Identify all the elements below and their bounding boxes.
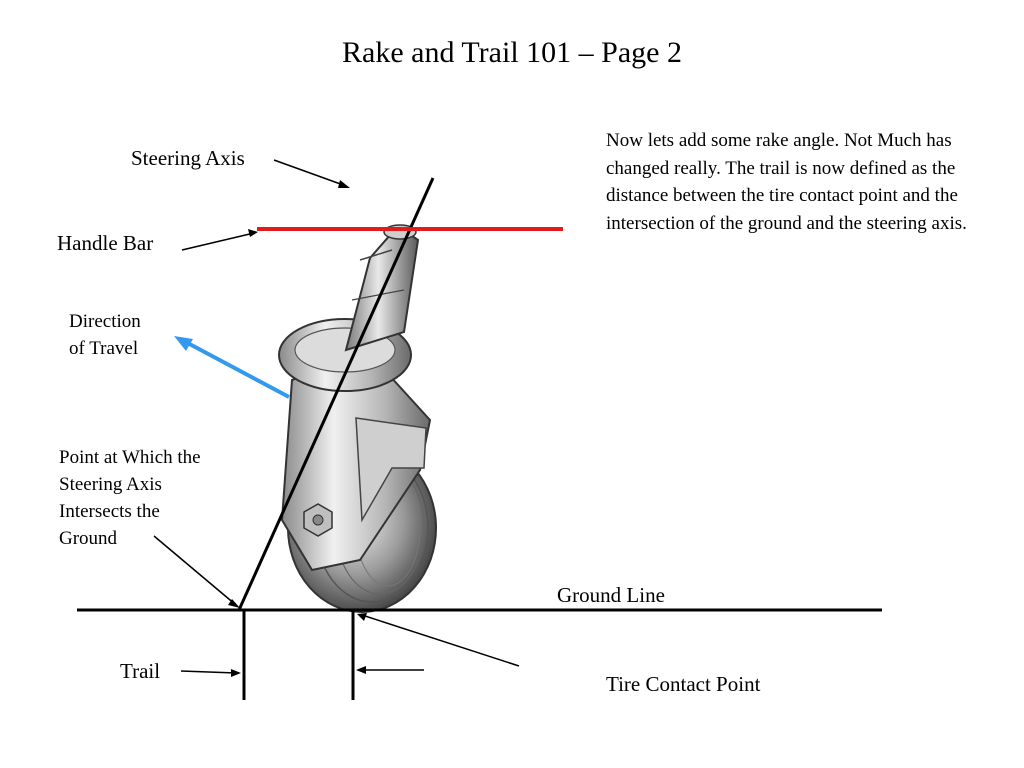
intersection-point-label: Point at Which the Steering Axis Interse… [59,444,201,552]
direction-label-line-1: Direction [69,311,141,332]
ground-line-label: Ground Line [557,583,665,607]
page-title: Rake and Trail 101 – Page 2 [342,36,682,69]
direction-of-travel-label: Direction of Travel [69,308,141,362]
trail-pointer [180,669,241,677]
intersection-pointer [153,535,240,608]
intersection-label-line-4: Ground [59,528,118,549]
intersection-label-line-2: Steering Axis [59,474,162,495]
trail-label: Trail [120,659,161,683]
steering-axis-pointer [273,159,350,188]
direction-label-line-2: of Travel [69,338,139,359]
steering-axis-label: Steering Axis [131,146,245,170]
trail-pointer-right [356,666,424,674]
description-text: Now lets add some rake angle. Not Much h… [606,130,967,234]
caster-illustration [278,224,437,613]
direction-arrow [174,336,290,399]
tire-contact-pointer [357,613,520,667]
steering-axis-line [237,177,435,611]
handle-bar-pointer [181,229,258,251]
tire-contact-point-label: Tire Contact Point [606,672,761,696]
intersection-label-line-3: Intersects the [59,501,160,522]
handle-bar-label: Handle Bar [57,231,154,255]
intersection-label-line-1: Point at Which the [59,447,201,468]
